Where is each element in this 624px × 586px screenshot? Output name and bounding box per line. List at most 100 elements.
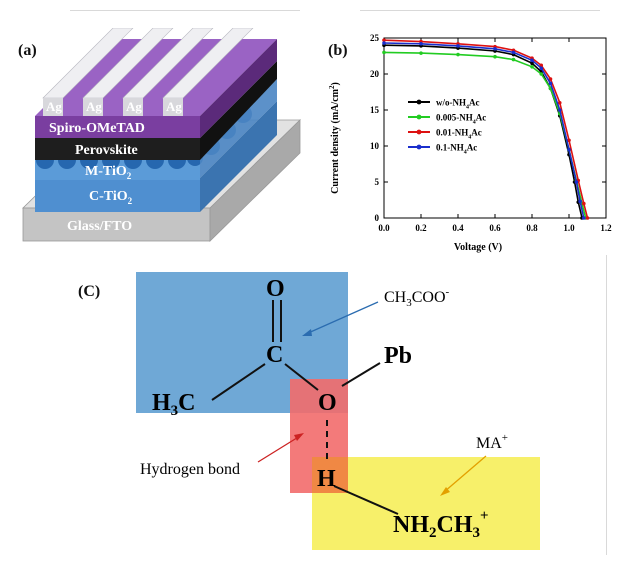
legend-marker-2 <box>416 129 422 135</box>
panel-a-label: (a) <box>18 42 37 59</box>
x-tick-label-1: 0.2 <box>415 223 427 233</box>
series-line-3 <box>383 42 585 219</box>
acetate-annotation: CH3COO- <box>384 286 450 309</box>
series-2-point-7 <box>548 77 553 81</box>
series-3-point-2 <box>456 44 460 48</box>
plot-frame <box>383 37 607 219</box>
hbond-annotation: Hydrogen bond <box>140 461 240 478</box>
bonds <box>211 300 399 515</box>
y-tick-label-3: 15 <box>370 105 380 115</box>
series-1-point-3 <box>493 54 497 59</box>
jv-plot-area: 0.0 0.2 0.4 0.6 0.8 1.0 1.2 0 5 10 15 20 25 w/o-NH4Ac… <box>370 33 612 233</box>
legend-marker-3 <box>416 144 422 150</box>
panel-b-label: (b) <box>328 42 348 59</box>
series-line-2 <box>383 39 589 219</box>
atom-methylammonium: NH2CH3+ <box>393 508 489 541</box>
ag-label-3: Ag <box>126 99 142 114</box>
y-tick-label-2: 10 <box>370 141 380 151</box>
acetate-pointer-arrow <box>305 301 379 335</box>
legend-label-2: 0.01-NH4Ac <box>436 128 482 141</box>
perovskite-label: Perovskite <box>75 143 138 158</box>
series-3-point-1 <box>419 41 423 46</box>
perovskite-front <box>35 138 200 160</box>
ag-label-4: Ag <box>166 99 182 114</box>
glass-label: Glass/FTO <box>67 219 132 234</box>
series-3-point-3 <box>493 47 497 51</box>
series-2-point-12 <box>585 216 590 220</box>
spiro-side <box>200 39 277 138</box>
hbond-pointer-arrow <box>257 435 301 463</box>
atom-o-bridge: O <box>318 390 337 416</box>
atom-o-top: O <box>266 276 285 302</box>
series-2-point-6 <box>539 63 544 68</box>
hbond-h-overlap <box>312 457 348 493</box>
c-tio2-side <box>200 101 277 212</box>
series-2-point-11 <box>582 201 586 206</box>
atom-c-center: C <box>266 342 283 368</box>
series-1-point-6 <box>539 72 544 76</box>
series-1-point-1 <box>419 51 423 55</box>
series-2-point-8 <box>557 101 562 105</box>
right-frame-line <box>606 255 607 555</box>
chemical-interaction-diagram: O C H3C O Pb H NH2CH3+ CH3COO- Hydrogen … <box>136 272 540 550</box>
legend-label-0: w/o-NH4Ac <box>436 98 480 111</box>
top-right-frame-line <box>360 10 600 11</box>
y-axis-label: Current density (mA/cm2) <box>328 82 341 194</box>
glass-side <box>209 119 301 242</box>
series-1-point-5 <box>530 65 534 69</box>
hbond-arrow-head <box>294 433 304 441</box>
series-3-point-9 <box>567 147 571 152</box>
atom-h-bond: H <box>317 466 336 492</box>
x-tick-label-5: 1.0 <box>563 223 575 233</box>
ag-label-2: Ag <box>86 99 102 114</box>
spiro-label: Spiro-OMeTAD <box>49 121 145 136</box>
ma-pointer-arrow <box>443 455 487 493</box>
ma-region <box>312 457 540 550</box>
series-line-1 <box>383 51 587 219</box>
ag-label-1: Ag <box>46 99 62 114</box>
x-tick-label-2: 0.4 <box>452 223 464 233</box>
ma-arrow-head <box>440 487 450 496</box>
y-tick-label-0: 0 <box>375 213 380 223</box>
top-left-frame-line <box>70 10 300 11</box>
x-tick-label-4: 0.8 <box>526 223 538 233</box>
y-tick-label-5: 25 <box>370 33 380 43</box>
series-3-point-5 <box>530 58 534 63</box>
series-0-point-5 <box>530 61 534 65</box>
x-tick-label-0: 0.0 <box>378 223 390 233</box>
series-3-point-7 <box>548 81 553 86</box>
m-tio2-label: M-TiO2 <box>85 164 132 181</box>
perovskite-side <box>200 61 277 160</box>
series-1-point-2 <box>456 52 460 57</box>
y-tick-label-1: 5 <box>375 177 380 187</box>
legend-label-3: 0.1-NH4Ac <box>436 143 477 156</box>
series-2-point-0 <box>382 38 386 42</box>
legend-marker-0 <box>416 99 422 105</box>
spiro-front <box>35 116 200 138</box>
jv-curve-chart: 0.0 0.2 0.4 0.6 0.8 1.0 1.2 0 5 10 15 20 25 w/o-NH4Ac… <box>328 33 612 253</box>
c-tio2-front <box>35 178 200 212</box>
series-3-point-4 <box>511 50 516 55</box>
glass-front <box>22 207 211 242</box>
series-3-point-10 <box>574 180 579 184</box>
x-axis-label: Voltage (V) <box>454 242 502 253</box>
series-3-point-6 <box>539 66 544 71</box>
atom-pb: Pb <box>384 343 412 369</box>
x-tick-label-3: 0.6 <box>489 223 501 233</box>
m-tio2-side <box>200 79 277 178</box>
device-stack-diagram: Ag Ag Ag Ag Spiro-OMeTAD Perovskite M-Ti… <box>22 28 301 242</box>
legend-marker-1 <box>416 114 422 120</box>
x-tick-label-6: 1.2 <box>600 223 612 233</box>
ag-fingers <box>42 28 254 116</box>
series-3-point-0 <box>382 41 386 45</box>
series-1-point-4 <box>511 57 516 62</box>
y-tick-label-4: 20 <box>370 69 380 79</box>
series-3-point-8 <box>557 108 562 112</box>
series-1-point-0 <box>382 50 386 55</box>
atom-h3c: H3C <box>152 390 196 419</box>
ma-annotation: MA+ <box>476 432 508 452</box>
series-3-point-12 <box>582 216 586 220</box>
series-3-point-11 <box>578 199 582 204</box>
legend-label-1: 0.005-NH4Ac <box>436 113 486 126</box>
acetate-arrow-head <box>302 329 312 336</box>
